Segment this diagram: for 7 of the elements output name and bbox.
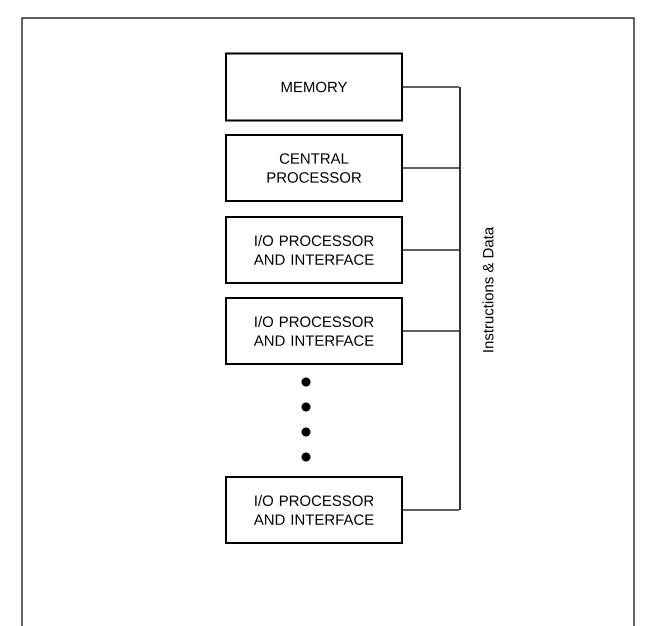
component-box: I/O PROCESSOR AND INTERFACE: [225, 297, 403, 365]
component-box: I/O PROCESSOR AND INTERFACE: [225, 216, 403, 284]
component-box: MEMORY: [225, 52, 403, 122]
bus-line: [459, 87, 461, 510]
component-box: CENTRAL PROCESSOR: [225, 134, 403, 202]
bus-label: Instructions & Data: [482, 226, 494, 352]
component-box: I/O PROCESSOR AND INTERFACE: [225, 476, 403, 544]
